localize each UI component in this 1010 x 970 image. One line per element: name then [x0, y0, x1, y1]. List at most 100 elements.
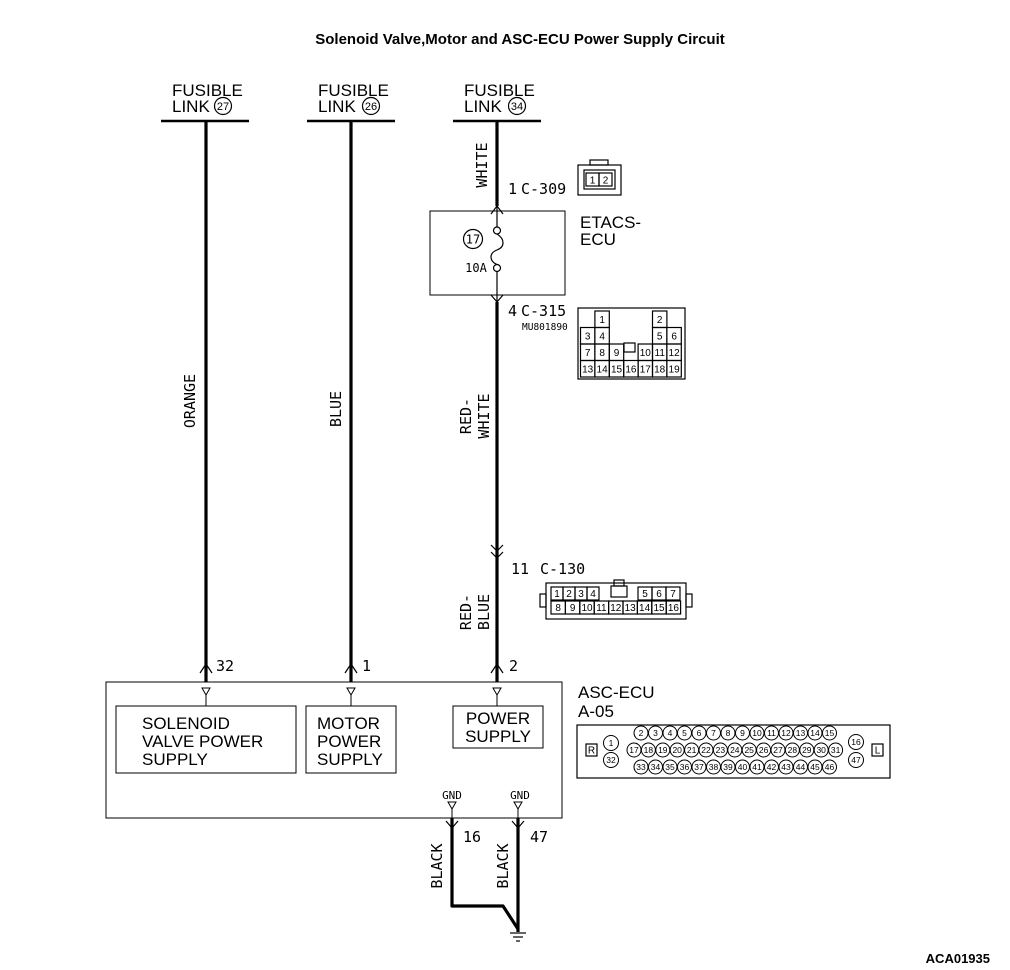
connector-cell-outline — [586, 586, 600, 601]
fusible-link-label: LINK — [464, 97, 502, 116]
ground-symbol-icon — [510, 932, 526, 942]
connector-pin-number: 9 — [740, 728, 745, 738]
connector-pin: 20 — [669, 742, 685, 758]
connector-pin-number: 10 — [640, 348, 652, 359]
connector-pin-number: 31 — [831, 745, 841, 755]
connector-inner — [583, 169, 616, 190]
connector-pin-number: 29 — [802, 745, 812, 755]
connector-pin-number: 4 — [599, 331, 605, 342]
orange-wire: ORANGE 32 — [181, 121, 234, 682]
connector-pin-number: 2 — [566, 589, 572, 600]
connector-cell-outline — [666, 359, 682, 378]
connector-pin: 19 — [655, 742, 671, 758]
block-label: SUPPLY — [465, 727, 531, 746]
asc-ecu-label: ASC-ECU — [578, 683, 655, 702]
connector-pin-number: 12 — [610, 603, 622, 614]
block-label: POWER — [466, 709, 530, 728]
ecu-pin-number: 32 — [216, 657, 234, 675]
connector-cell: 10 — [579, 600, 595, 615]
connector-pin-number: 14 — [810, 728, 820, 738]
connector-pin-number: 24 — [730, 745, 740, 755]
connector-side-mark: R — [588, 746, 595, 757]
connector-cell: 2 — [651, 310, 668, 329]
fuse-number: 17 — [466, 233, 480, 247]
connector-pin: 40 — [735, 759, 750, 775]
connector-pin-number: 12 — [781, 728, 791, 738]
connector-pin: 4 — [662, 725, 678, 741]
connector-cell: 3 — [579, 326, 596, 345]
connector-pin-number: 34 — [651, 762, 661, 772]
connector-pin-number: 25 — [744, 745, 754, 755]
connector-pin-number: 1 — [599, 315, 605, 326]
connector-pin-number: 8 — [726, 728, 731, 738]
connector-pin-number: 40 — [738, 762, 748, 772]
connector-cell: 13 — [579, 359, 596, 378]
fusible-link-34: FUSIBLE LINK 34 — [453, 81, 541, 123]
connector-side-tab — [539, 593, 547, 608]
connector-pin-number: 4 — [508, 302, 517, 320]
connector-pin-number: 7 — [711, 728, 716, 738]
connector-pin-number: 11 — [655, 348, 666, 359]
connector-name: C-315 — [521, 302, 566, 320]
block-box — [452, 705, 544, 749]
connector-pin-number: 11 — [596, 603, 607, 614]
connector-pin: 47 — [848, 752, 864, 768]
connector-pin-number: 15 — [825, 728, 835, 738]
power-supply-wire: WHITE 1 C-309 17 10A ETACS- ECU 4 C-315 … — [429, 121, 641, 682]
asc-ecu: SOLENOID VALVE POWER SUPPLY MOTOR POWER … — [105, 681, 655, 819]
connector-pin-number: 14 — [639, 603, 651, 614]
connector-pin: 33 — [633, 759, 649, 775]
fusible-link-label: FUSIBLE — [464, 81, 535, 100]
connector-terminal-symbol — [490, 662, 504, 674]
connector-pin-number: 1 — [554, 589, 560, 600]
connector-pin: 12 — [778, 725, 794, 741]
wire-color-label: ORANGE — [181, 374, 199, 428]
connector-pin-circle — [603, 735, 619, 751]
gnd-label: GND — [442, 789, 462, 802]
connector-pin-number: 42 — [767, 762, 777, 772]
connector-pin-number: 13 — [582, 364, 594, 375]
block-label: SOLENOID — [142, 714, 230, 733]
wire-color-label: BLACK — [494, 843, 512, 888]
connector-pin: 8 — [720, 725, 736, 741]
figure-id: ACA01935 — [926, 951, 990, 966]
connector-lock-tab — [613, 579, 625, 587]
connector-terminal-symbol — [490, 544, 504, 552]
connector-pin-number: 2 — [657, 315, 663, 326]
fusible-link-number: 34 — [511, 101, 523, 113]
connector-pin: 17 — [626, 742, 642, 758]
connector-pin-number: 7 — [670, 589, 676, 600]
connector-pin-number: 10 — [752, 728, 762, 738]
fusible-link-number: 27 — [217, 101, 229, 113]
fuse-number-circle — [462, 228, 484, 250]
connector-pin: 18 — [640, 742, 656, 758]
connector-cell: 4 — [594, 326, 610, 345]
connector-pin-number: 46 — [825, 762, 835, 772]
connector-pin-number: 9 — [614, 348, 620, 359]
connector-pin-number: 5 — [657, 331, 663, 342]
connector-c309-diagram: 1 2 — [577, 159, 622, 196]
connector-side-tab — [685, 593, 693, 608]
ecu-pin-number: 1 — [362, 657, 371, 675]
fusible-link-label: LINK — [172, 97, 210, 116]
connector-pin-number: 3 — [653, 728, 658, 738]
connector-pin: 11 — [764, 725, 779, 741]
wire-color-label: RED- — [457, 594, 475, 630]
connector-pin: 6 — [691, 725, 707, 741]
fusible-link-number-circle — [507, 96, 527, 116]
connector-pin-circle — [822, 725, 837, 741]
connector-pin-circle — [848, 734, 864, 750]
connector-cell: 19 — [666, 359, 682, 378]
connector-pin-number: 11 — [511, 560, 529, 578]
gnd-label: GND — [510, 789, 530, 802]
connector-pin-number: 6 — [697, 728, 702, 738]
block-label: POWER — [317, 732, 381, 751]
connector-pin: 26 — [756, 742, 772, 758]
connector-pin-number: 1 — [609, 738, 614, 748]
connector-pin: 28 — [784, 742, 800, 758]
connector-pin: 2 — [633, 725, 649, 741]
connector-cell: 8 — [550, 600, 566, 615]
connector-pin: 37 — [691, 759, 707, 775]
